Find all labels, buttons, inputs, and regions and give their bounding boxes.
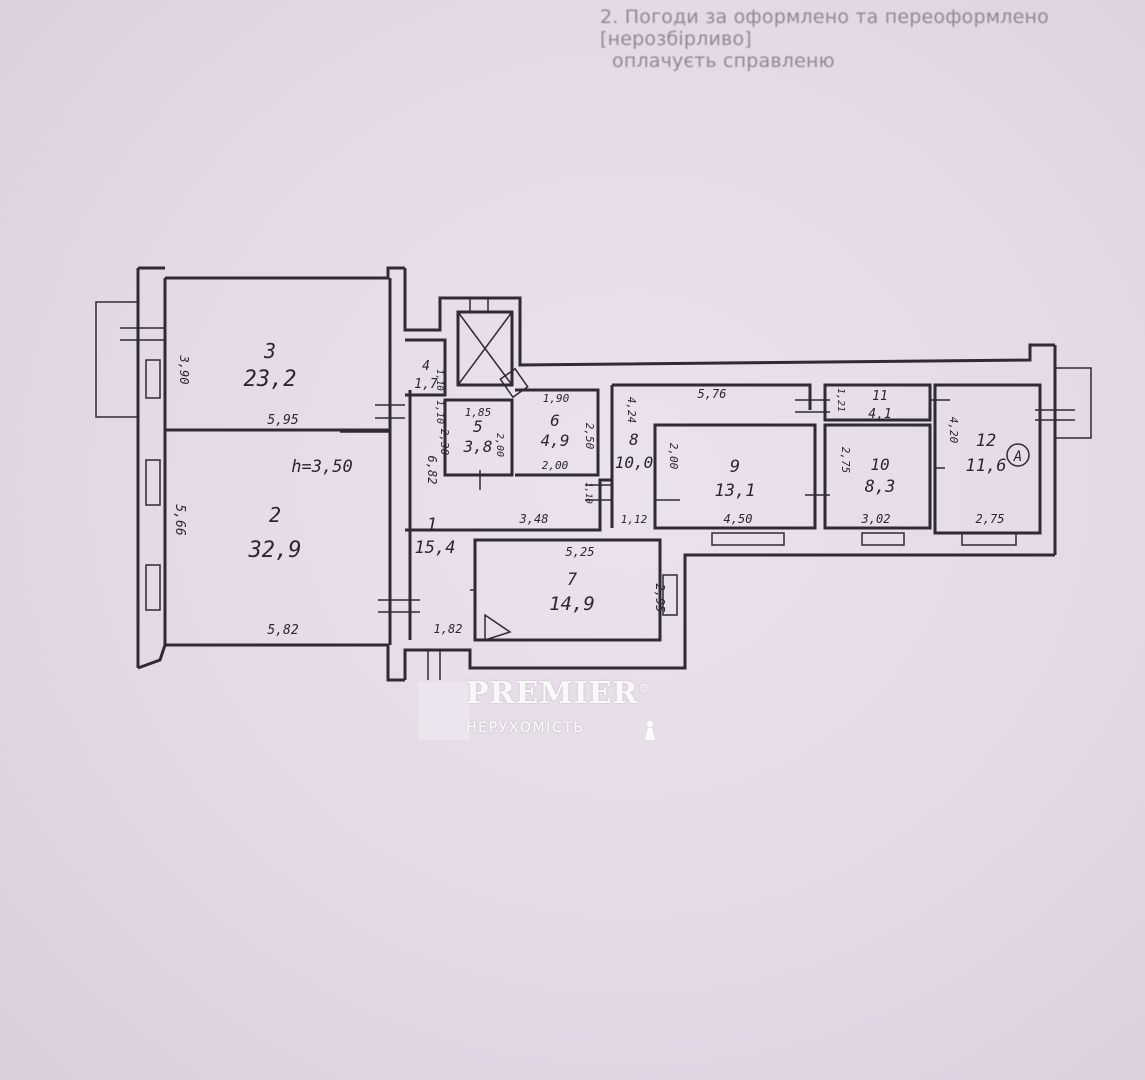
circle-marker [1006,443,1030,467]
dim-label: 4,50 [724,512,753,526]
dim-label: 4,24 [625,397,638,424]
room-3-number: 3 [263,339,276,363]
dim-label: 2,75 [839,447,852,474]
marker-a: A [1013,449,1022,465]
dim-label: 3,02 [861,512,891,526]
vent-room-6 [499,367,529,399]
wall-room-5 [443,398,514,477]
dim-label: 2,00 [542,459,569,472]
room-4-number: 4 [422,359,430,374]
room-11-number: 11 [872,389,888,404]
room-12-number: 12 [976,431,996,451]
dim-label: 2,95 [653,584,667,613]
wall-room-7 [473,538,662,642]
room-5-area: 3,8 [463,437,493,456]
dim-label: 1,10 [434,369,444,391]
watermark-subtitle: НЕРУХОМІСТЬ [466,720,585,736]
window-right [1054,367,1092,439]
dim-label: 1,12 [621,513,648,526]
room-7-area: 14,9 [549,593,595,615]
outer-wall-top-left [138,266,405,280]
wall-room-12 [933,383,1042,535]
room-10-number: 10 [870,455,889,474]
wall-room-4 [405,338,447,397]
dim-label: 1,10 [434,400,445,424]
room-4-area: 1,7 [414,377,438,392]
watermark-brand: PREMIER® [466,676,650,711]
ceiling-height-label: h=3,50 [291,457,352,477]
outer-wall-bottom-left [137,643,405,682]
header-note-line-2: оплачуєть справленю [612,50,835,72]
dim-label: 2,50 [583,423,596,450]
room-5-number: 5 [473,417,483,436]
dim-label: 1,10 [583,482,593,504]
wall-corridor-left [403,268,1055,367]
header-note-line-1: 2. Погоди за оформлено та переоформлено … [600,6,1049,50]
watermark-brand-text: PREMIER [466,676,639,711]
room-2-number: 2 [269,503,281,527]
room-6-area: 4,9 [541,431,570,450]
person-icon [645,721,655,740]
dim-label: 2,75 [976,512,1005,526]
room-3-area: 23,2 [244,367,297,392]
dim-label: 5,66 [172,504,187,535]
dim-label: 2,30 [438,429,451,456]
window-left-upper [95,301,139,418]
room-7-number: 7 [567,570,578,590]
room-12-area: 11,6 [966,456,1007,476]
dim-label: 1,21 [835,388,846,412]
window-bottom-10 [861,532,905,546]
wall-corridor-1 [405,478,612,532]
ventilation-cross [457,311,513,386]
dim-label: 3,48 [519,512,549,526]
dim-label: 1,90 [543,392,570,405]
room-8-area: 10,0 [615,453,654,472]
dim-label: 3,90 [177,355,191,385]
dim-label: 5,82 [267,623,298,638]
window-left-3 [145,564,161,611]
room-8-number: 8 [629,430,639,449]
stair-triangle [484,613,512,642]
window-left-2 [145,459,161,506]
wall-room-11 [823,383,932,422]
dim-label: 5,95 [267,413,298,428]
room-9-number: 9 [730,457,740,477]
room-1-area: 15,4 [415,538,456,558]
dim-label: 4,20 [947,417,960,444]
dim-label: 1,82 [434,622,463,636]
dim-label: 2,00 [667,443,680,470]
room-9-area: 13,1 [715,481,756,501]
door-marks [120,327,1075,680]
outer-wall-bottom-right [403,553,1055,680]
wall-room-8 [610,383,812,528]
dim-label: 2,00 [494,433,505,457]
window-room-7 [662,574,678,616]
dim-label: 6,82 [425,456,439,485]
vent-small [469,297,489,313]
registered-mark: ® [638,682,651,695]
room-10-area: 8,3 [865,477,896,497]
window-bottom-9 [711,532,785,546]
dim-label: 1,85 [465,406,492,419]
header-note: 2. Погоди за оформлено та переоформлено … [600,6,1140,72]
premier-watermark: PREMIER® НЕРУХОМІСТЬ [418,676,680,740]
dim-label: 5,25 [566,545,595,559]
room-2-area: 32,9 [248,538,302,563]
room-6-number: 6 [550,411,560,430]
window-left-1 [145,359,161,399]
watermark-box [418,682,470,740]
room-11-area: 4,1 [868,407,891,422]
dim-label: 5,76 [698,387,727,401]
window-bottom-12 [961,532,1017,546]
wall-room-6 [515,388,600,477]
wall-room-9 [653,423,817,530]
wall-room-10 [823,423,932,530]
room-1-number: 1 [427,515,437,535]
